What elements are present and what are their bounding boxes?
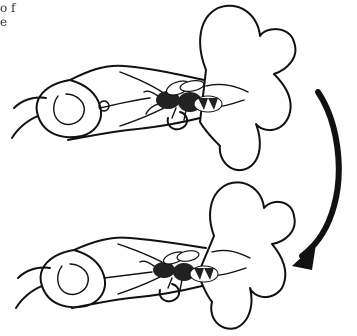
upper-flower-ovary <box>37 80 101 137</box>
arrow-head <box>292 244 316 270</box>
transition-arrow <box>292 92 339 270</box>
upper-flower-corolla <box>200 6 295 170</box>
lower-flower <box>198 182 295 328</box>
lower-flower-ovary <box>41 250 105 307</box>
upper-flower <box>200 6 295 170</box>
